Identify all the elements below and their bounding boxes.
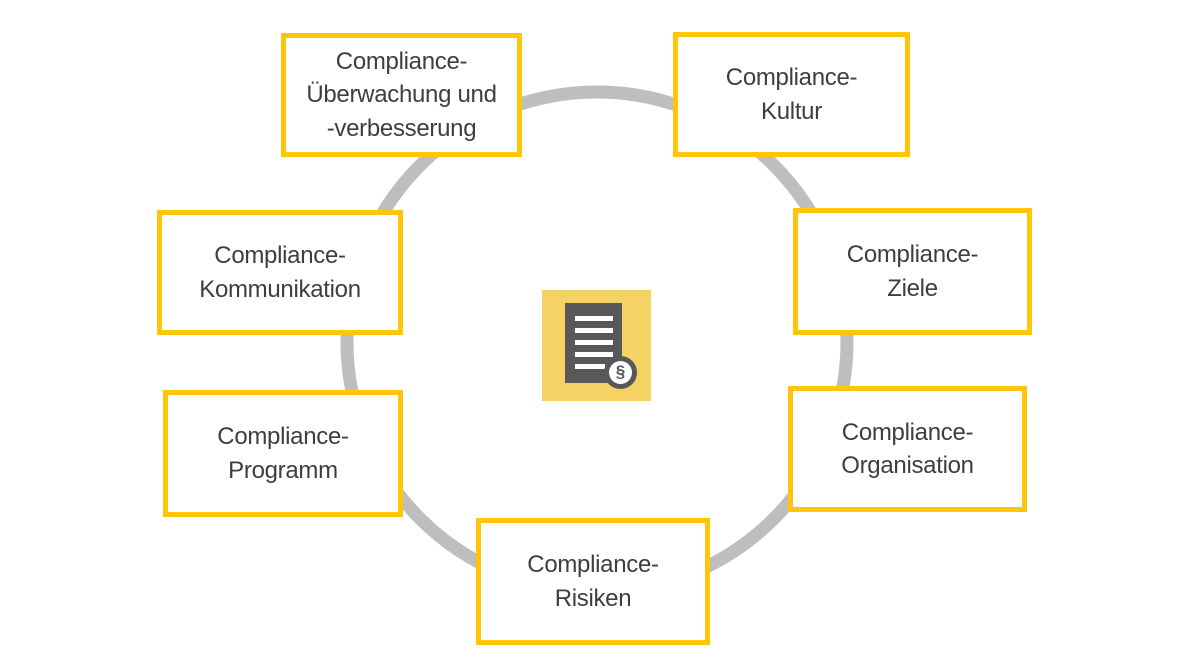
paragraph-badge-inner: § — [609, 361, 632, 384]
node-compliance-programm: Compliance- Programm — [163, 390, 403, 517]
document-text-line — [575, 316, 613, 321]
node-label: Compliance- Programm — [217, 423, 349, 484]
node-compliance-ueberwachung: Compliance- Überwachung und -verbesserun… — [281, 33, 522, 157]
node-compliance-organisation: Compliance- Organisation — [788, 386, 1027, 512]
node-label: Compliance- Kommunikation — [199, 242, 361, 303]
node-label: Compliance- Organisation — [841, 418, 974, 479]
node-label: Compliance- Risiken — [527, 551, 659, 612]
node-compliance-kultur: Compliance- Kultur — [673, 32, 910, 157]
node-label: Compliance- Ziele — [846, 241, 979, 302]
node-compliance-ziele: Compliance- Ziele — [793, 208, 1032, 335]
paragraph-badge-icon: § — [604, 356, 637, 389]
node-compliance-kommunikation: Compliance- Kommunikation — [157, 210, 403, 335]
paragraph-glyph: § — [615, 362, 626, 381]
document-text-line — [575, 328, 613, 333]
node-label: Compliance- Kultur — [725, 64, 858, 125]
node-compliance-risiken: Compliance- Risiken — [476, 518, 710, 645]
node-label: Compliance- Überwachung und -verbesserun… — [306, 48, 497, 142]
center-tile: § — [542, 290, 651, 401]
document-text-line — [575, 352, 613, 357]
document-text-line — [575, 364, 605, 369]
document-text-line — [575, 340, 613, 345]
